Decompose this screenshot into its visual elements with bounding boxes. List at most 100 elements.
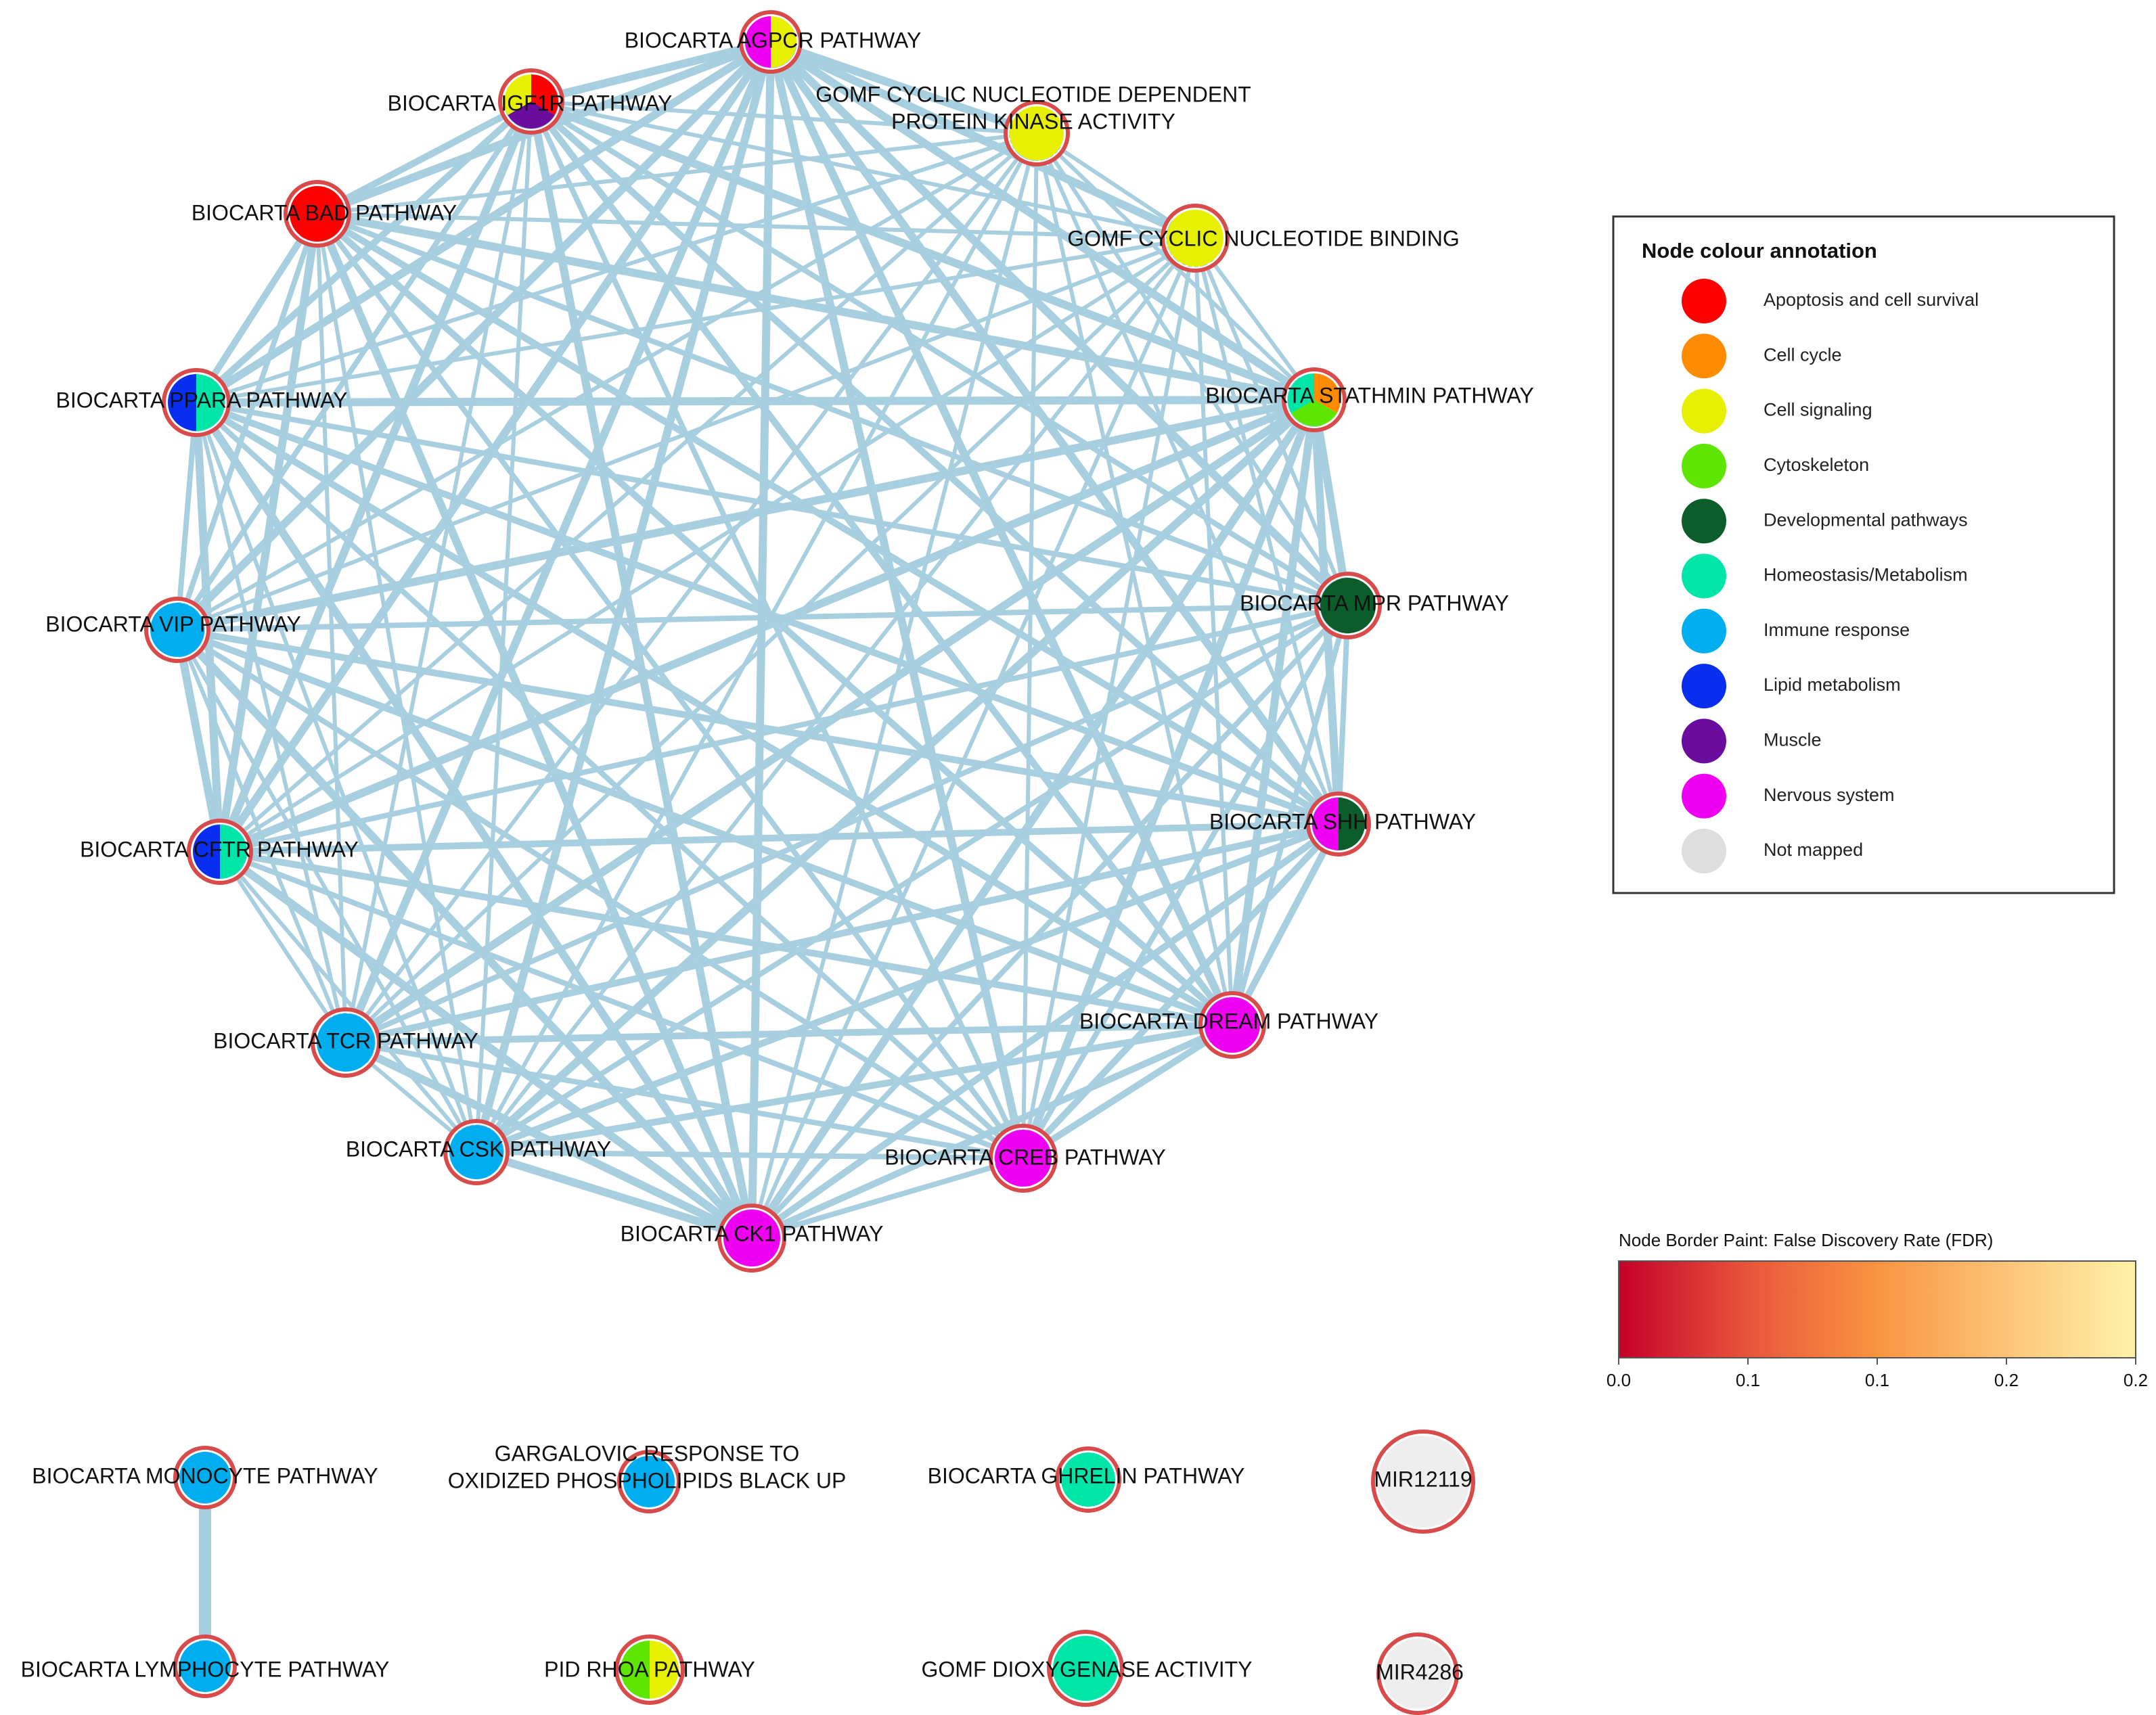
node-biocarta-agpcr-pathway[interactable]: BIOCARTA AGPCR PATHWAY xyxy=(625,10,922,74)
node-biocarta-cftr-pathway[interactable]: BIOCARTA CFTR PATHWAY xyxy=(80,819,359,885)
node-border xyxy=(614,1634,685,1705)
node-label: BIOCARTA MONOCYTE PATHWAY xyxy=(32,1463,378,1488)
legend-item-developmental-pathways: Developmental pathways xyxy=(1682,499,1968,544)
node-biocarta-shh-pathway[interactable]: BIOCARTA SHH PATHWAY xyxy=(1209,792,1476,856)
node-label: PID RHOA PATHWAY xyxy=(544,1657,755,1681)
node-pie-slice xyxy=(1312,798,1339,850)
node-biocarta-igf1r-pathway[interactable]: BIOCARTA IGF1R PATHWAY xyxy=(388,68,673,135)
edge-biocarta-mpr-pathway-to-biocarta-csk-pathway xyxy=(474,603,1351,1155)
edge-biocarta-ck1-pathway-to-biocarta-tcr-pathway xyxy=(342,1038,756,1242)
node-mir4286[interactable]: MIR4286 xyxy=(1376,1632,1464,1715)
legend-item-cell-cycle: Cell cycle xyxy=(1682,334,1842,379)
legend-swatch xyxy=(1682,279,1726,323)
node-biocarta-stathmin-pathway[interactable]: BIOCARTA STATHMIN PATHWAY xyxy=(1205,367,1534,432)
node-label: MIR12119 xyxy=(1374,1467,1472,1491)
node-border xyxy=(498,68,564,135)
node-border xyxy=(739,10,803,74)
node-border xyxy=(1161,204,1230,273)
edge-gomf-cyclic-nucleotide-dependent-protein-kinase-activity-to-biocarta-igf1r-pathway xyxy=(529,99,1039,135)
node-border xyxy=(1376,1632,1459,1715)
node-biocarta-csk-pathway[interactable]: BIOCARTA CSK PATHWAY xyxy=(346,1119,611,1185)
legend-swatch xyxy=(1682,499,1726,544)
node-pie-slice xyxy=(531,74,559,115)
legend-item-muscle: Muscle xyxy=(1682,718,1822,764)
legend-title: Node colour annotation xyxy=(1642,239,1877,262)
node-biocarta-mpr-pathway[interactable]: BIOCARTA MPR PATHWAY xyxy=(1240,572,1509,639)
legend-item-apoptosis-and-cell-survival: Apoptosis and cell survival xyxy=(1682,279,1979,323)
node-pie-slice xyxy=(1339,798,1365,850)
node-colour-legend: Node colour annotation Apoptosis and cel… xyxy=(1612,215,2115,894)
node-border xyxy=(989,1124,1058,1193)
edge-gomf-cyclic-nucleotide-binding-to-biocarta-igf1r-pathway xyxy=(529,99,1197,240)
node-biocarta-ppara-pathway[interactable]: BIOCARTA PPARA PATHWAY xyxy=(56,368,348,437)
legend-label: Homeostasis/Metabolism xyxy=(1764,565,1968,585)
edge-gomf-cyclic-nucleotide-dependent-protein-kinase-activity-to-biocarta-vip-pathway xyxy=(175,131,1039,632)
legend-item-nervous-system: Nervous system xyxy=(1682,773,1895,819)
edge-biocarta-cftr-pathway-to-biocarta-igf1r-pathway xyxy=(216,97,535,856)
node-border xyxy=(173,1634,237,1698)
node-biocarta-lymphocyte-pathway[interactable]: BIOCARTA LYMPHOCYTE PATHWAY xyxy=(21,1634,390,1698)
node-border xyxy=(173,1446,237,1509)
node-biocarta-ghrelin-pathway[interactable]: BIOCARTA GHRELIN PATHWAY xyxy=(928,1446,1245,1513)
colorbar-title: Node Border Paint: False Discovery Rate … xyxy=(1619,1230,1993,1250)
edge-biocarta-creb-pathway-to-biocarta-tcr-pathway xyxy=(343,1040,1026,1161)
edge-biocarta-vip-pathway-to-biocarta-bad-pathway xyxy=(175,211,320,633)
edge-biocarta-cftr-pathway-to-biocarta-bad-pathway xyxy=(216,210,321,856)
edge-biocarta-mpr-pathway-to-biocarta-bad-pathway xyxy=(315,211,1351,608)
legend-item-lipid-metabolism: Lipid metabolism xyxy=(1682,664,1901,709)
node-biocarta-vip-pathway[interactable]: BIOCARTA VIP PATHWAY xyxy=(45,597,301,663)
node-biocarta-dream-pathway[interactable]: BIOCARTA DREAM PATHWAY xyxy=(1079,991,1378,1059)
node-gomf-cyclic-nucleotide-dependent-protein-kinase-activity[interactable]: GOMF CYCLIC NUCLEOTIDE DEPENDENTPROTEIN … xyxy=(815,82,1251,166)
node-gomf-cyclic-nucleotide-binding[interactable]: GOMF CYCLIC NUCLEOTIDE BINDING xyxy=(1067,204,1460,273)
edge-biocarta-creb-pathway-to-biocarta-cftr-pathway xyxy=(217,849,1026,1161)
edge-biocarta-mpr-pathway-to-biocarta-igf1r-pathway xyxy=(529,99,1351,608)
legend-label: Developmental pathways xyxy=(1764,509,1968,530)
edge-layer xyxy=(173,38,1352,1666)
node-pid-rhoa-pathway[interactable]: PID RHOA PATHWAY xyxy=(544,1634,755,1705)
edge-biocarta-dream-pathway-to-biocarta-tcr-pathway xyxy=(342,1022,1236,1046)
node-label: BIOCARTA CREB PATHWAY xyxy=(884,1145,1165,1169)
legend-swatch xyxy=(1682,664,1726,709)
node-fill xyxy=(1010,106,1064,160)
edge-biocarta-shh-pathway-to-biocarta-dream-pathway xyxy=(1229,821,1342,1028)
node-fill xyxy=(995,1130,1052,1187)
edge-biocarta-vip-pathway-to-biocarta-ppara-pathway xyxy=(175,400,199,633)
node-biocarta-ck1-pathway[interactable]: BIOCARTA CK1 PATHWAY xyxy=(621,1204,884,1273)
node-border xyxy=(617,1450,681,1513)
node-pie-slice xyxy=(168,374,196,431)
node-border xyxy=(311,1007,381,1078)
legend-item-not-mapped: Not mapped xyxy=(1682,829,1863,873)
node-fill xyxy=(623,1456,675,1507)
edge-gomf-cyclic-nucleotide-binding-to-biocarta-cftr-pathway xyxy=(218,236,1197,854)
node-label: BIOCARTA BAD PATHWAY xyxy=(192,200,457,225)
edge-biocarta-ppara-pathway-to-biocarta-bad-pathway xyxy=(193,210,321,406)
node-border xyxy=(1306,792,1371,856)
legend-swatch xyxy=(1682,829,1726,873)
legend-item-homeostasis-metabolism: Homeostasis/Metabolism xyxy=(1682,553,1968,599)
legend-label: Cell signaling xyxy=(1764,400,1872,420)
node-biocarta-tcr-pathway[interactable]: BIOCARTA TCR PATHWAY xyxy=(213,1007,478,1078)
node-biocarta-bad-pathway[interactable]: BIOCARTA BAD PATHWAY xyxy=(192,180,457,248)
edge-biocarta-csk-pathway-to-biocarta-igf1r-pathway xyxy=(474,99,533,1154)
node-label: BIOCARTA VIP PATHWAY xyxy=(45,612,301,636)
edge-biocarta-dream-pathway-to-biocarta-igf1r-pathway xyxy=(528,98,1236,1028)
edge-biocarta-csk-pathway-to-biocarta-cftr-pathway xyxy=(218,850,478,1154)
edge-biocarta-stathmin-pathway-to-biocarta-igf1r-pathway xyxy=(527,97,1318,404)
node-fill xyxy=(150,603,204,657)
edge-biocarta-mpr-pathway-to-biocarta-tcr-pathway xyxy=(343,603,1351,1045)
node-label: GOMF CYCLIC NUCLEOTIDE DEPENDENT xyxy=(815,82,1251,106)
node-label: OXIDIZED PHOSPHOLIPIDS BLACK UP xyxy=(448,1468,847,1492)
edge-biocarta-shh-pathway-to-biocarta-tcr-pathway xyxy=(342,821,1342,1046)
edge-biocarta-creb-pathway-to-biocarta-bad-pathway xyxy=(315,211,1026,1161)
edge-biocarta-agpcr-pathway-to-biocarta-stathmin-pathway xyxy=(767,38,1318,404)
node-biocarta-monocyte-pathway[interactable]: BIOCARTA MONOCYTE PATHWAY xyxy=(32,1446,378,1509)
node-gomf-dioxygenase-activity[interactable]: GOMF DIOXYGENASE ACTIVITY xyxy=(922,1630,1253,1707)
node-label: BIOCARTA STATHMIN PATHWAY xyxy=(1205,383,1533,407)
node-biocarta-creb-pathway[interactable]: BIOCARTA CREB PATHWAY xyxy=(884,1124,1166,1193)
edge-biocarta-csk-pathway-to-biocarta-bad-pathway xyxy=(315,212,478,1154)
node-mir12119[interactable]: MIR12119 xyxy=(1371,1430,1475,1534)
node-border xyxy=(162,368,231,437)
node-border xyxy=(717,1204,786,1273)
